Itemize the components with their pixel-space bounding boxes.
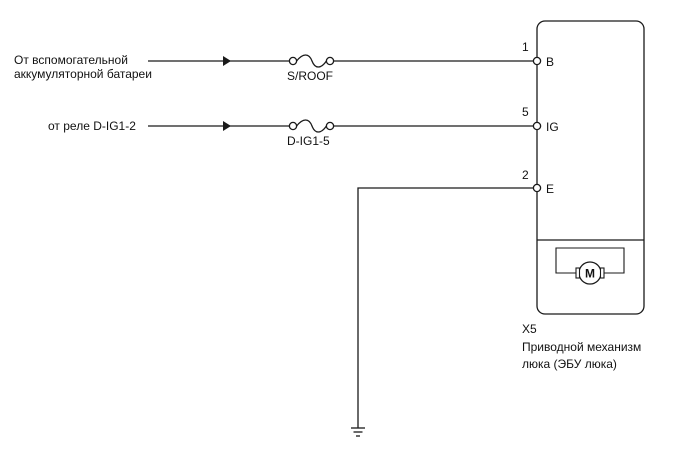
pin-1-number: 1: [522, 40, 529, 54]
ecu-box: [536, 20, 645, 315]
motor-symbol: M: [585, 267, 595, 281]
component-name-line1: Приводной механизм: [522, 340, 641, 354]
motor-icon: M: [555, 247, 625, 285]
pin-5-connector: [532, 121, 542, 131]
fuse-icon: [288, 54, 335, 68]
pin-2-connector: [532, 183, 542, 193]
fuse-label-roof: S/ROOF: [287, 69, 333, 83]
wire-ground: [357, 187, 533, 428]
pin-5-number: 5: [522, 105, 529, 119]
arrow-right-icon: [223, 121, 231, 131]
fuse-label-ig: D-IG1-5: [287, 134, 330, 148]
source-relay: от реле D-IG1-2: [48, 119, 136, 133]
pin-2-number: 2: [522, 168, 529, 182]
source-battery-line2: аккумуляторной батареи: [14, 67, 152, 81]
source-battery-line1: От вспомогательной: [14, 53, 128, 67]
arrow-right-icon: [223, 56, 231, 66]
component-name-line2: люка (ЭБУ люка): [522, 357, 617, 371]
pin-1-name: B: [546, 55, 554, 69]
fuse-icon: [288, 119, 335, 133]
component-code: X5: [522, 322, 537, 336]
ground-icon: [351, 427, 365, 437]
pin-1-connector: [532, 56, 542, 66]
pin-5-name: IG: [546, 120, 559, 134]
pin-2-name: E: [546, 182, 554, 196]
